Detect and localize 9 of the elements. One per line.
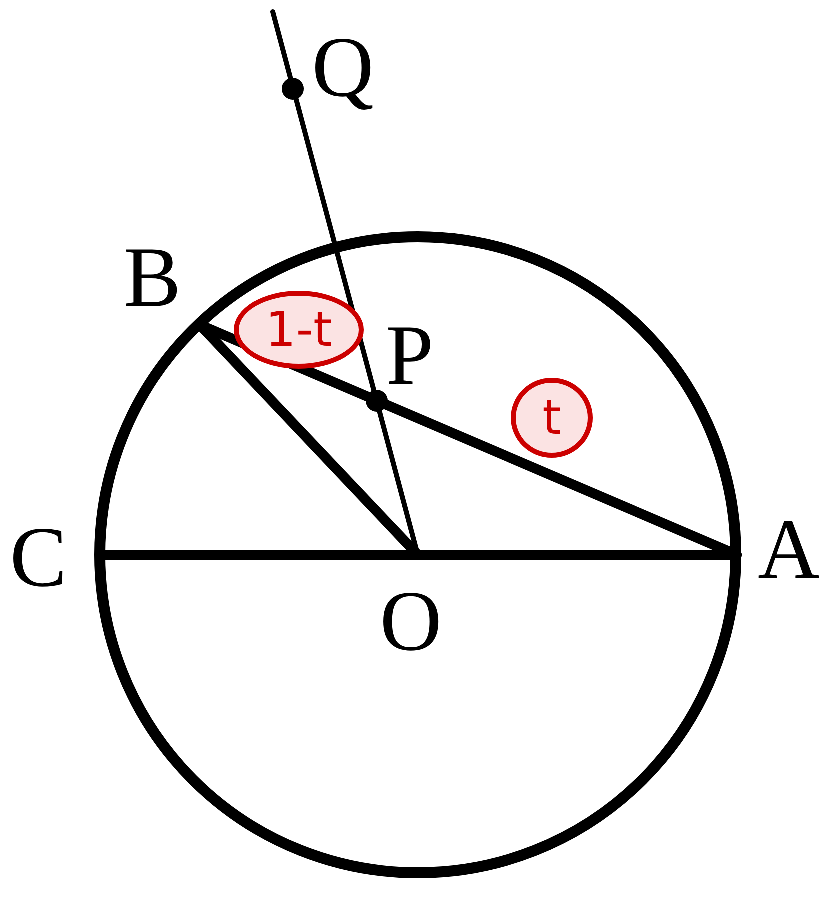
point-label: O — [380, 578, 442, 664]
point-label: Q — [312, 24, 374, 110]
ellipse-tag — [234, 291, 364, 369]
point-label: C — [10, 514, 68, 600]
segment-ratio: 1-t — [266, 306, 332, 354]
segment-ratio: t — [542, 394, 562, 442]
point-label: A — [758, 506, 820, 592]
point-label: P — [386, 312, 434, 398]
point-label: B — [124, 234, 182, 320]
